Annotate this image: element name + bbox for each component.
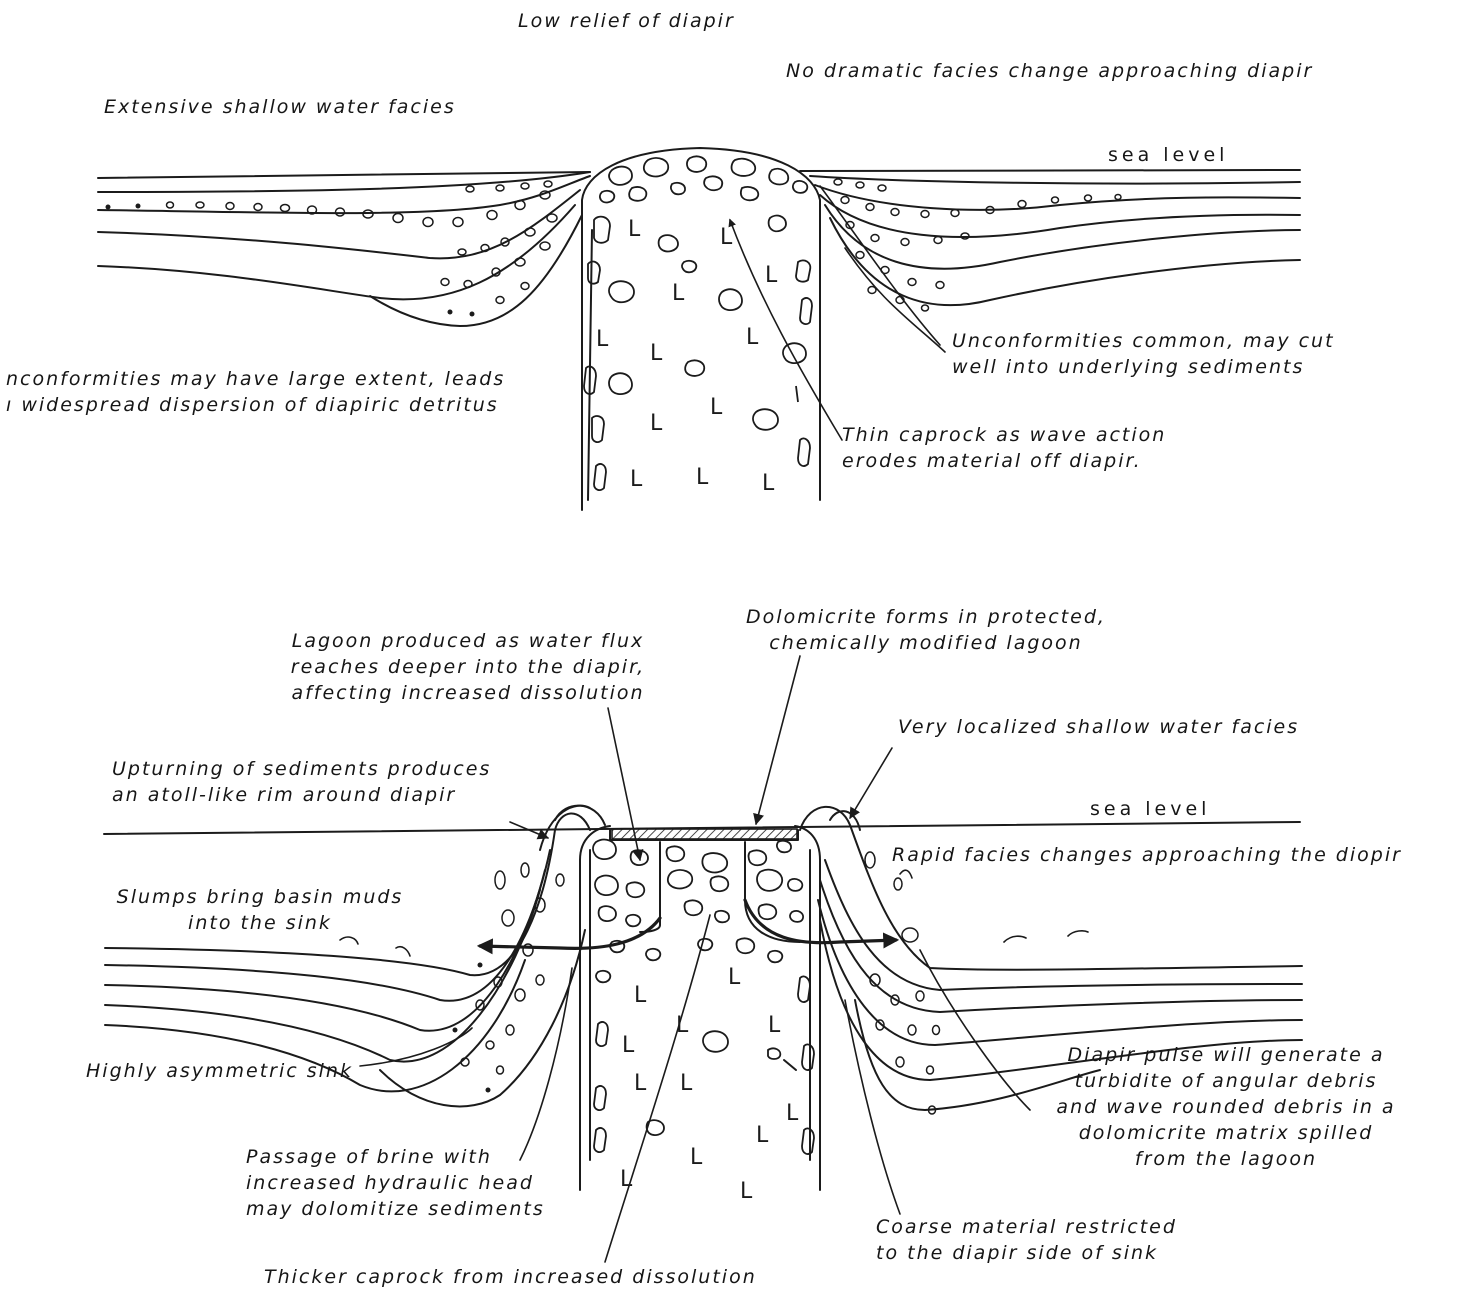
label-line: erodes material off diapir.	[842, 448, 1166, 474]
label-line: may dolomitize sediments	[246, 1196, 545, 1222]
label-upturning: Upturning of sediments produces an atoll…	[112, 756, 491, 808]
halite-l: L	[746, 325, 759, 350]
label-line: ı widespread dispersion of diapiric detr…	[6, 392, 505, 418]
halite-l: L	[650, 411, 663, 436]
bottom-halite-symbols: L L L L L L L L L L L L	[620, 965, 799, 1204]
halite-l: L	[630, 467, 643, 492]
label-rapid-facies: Rapid facies changes approaching the dio…	[892, 842, 1402, 868]
halite-l: L	[650, 341, 663, 366]
halite-l: L	[690, 1145, 703, 1170]
label-line: into the sink	[90, 910, 430, 936]
halite-l: L	[710, 395, 723, 420]
label-line: well into underlying sediments	[952, 354, 1335, 380]
halite-l: L	[672, 281, 685, 306]
label-extensive-shallow: Extensive shallow water facies	[104, 94, 456, 120]
label-line: Thin caprock as wave action	[842, 422, 1166, 448]
label-line: Dolomicrite forms in protected,	[716, 604, 1136, 630]
label-thin-caprock: Thin caprock as wave action erodes mater…	[842, 422, 1166, 474]
top-left-strata	[98, 172, 590, 326]
label-lagoon: Lagoon produced as water flux reaches de…	[258, 628, 678, 706]
label-low-relief: Low relief of diapir	[518, 8, 735, 34]
halite-l: L	[762, 471, 775, 496]
halite-l: L	[765, 263, 778, 288]
top-right-strata	[810, 176, 1300, 305]
top-left-pebbles	[106, 181, 558, 317]
halite-l: L	[596, 327, 609, 352]
label-sea-level-bottom: sea level	[1090, 796, 1210, 822]
label-sea-level-top: sea level	[1108, 142, 1228, 168]
label-line: affecting increased dissolution	[258, 680, 678, 706]
halite-l: L	[720, 225, 733, 250]
halite-l: L	[768, 1013, 781, 1038]
label-line: dolomicrite matrix spilled	[1016, 1120, 1436, 1146]
label-unconformities-large: nconformities may have large extent, lea…	[6, 366, 505, 418]
halite-l: L	[680, 1071, 693, 1096]
label-line: from the lagoon	[1016, 1146, 1436, 1172]
brine-flow-arrows	[480, 900, 896, 948]
halite-l: L	[740, 1179, 753, 1204]
label-line: Passage of brine with	[246, 1144, 545, 1170]
label-line: Lagoon produced as water flux	[258, 628, 678, 654]
label-thicker-caprock: Thicker caprock from increased dissoluti…	[264, 1264, 757, 1290]
halite-l: L	[696, 465, 709, 490]
label-line: Diapir pulse will generate a	[1016, 1042, 1436, 1068]
label-line: nconformities may have large extent, lea…	[6, 366, 505, 392]
label-line: reaches deeper into the diapir,	[258, 654, 678, 680]
halite-l: L	[728, 965, 741, 990]
label-line: Slumps bring basin muds	[90, 884, 430, 910]
halite-l: L	[622, 1033, 635, 1058]
label-line: chemically modified lagoon	[716, 630, 1136, 656]
label-line: and wave rounded debris in a	[1016, 1094, 1436, 1120]
halite-l: L	[786, 1101, 799, 1126]
label-asymmetric-sink: Highly asymmetric sink	[86, 1058, 353, 1084]
label-line: turbidite of angular debris	[1016, 1068, 1436, 1094]
halite-l: L	[628, 217, 641, 242]
halite-l: L	[634, 1071, 647, 1096]
label-dolomicrite: Dolomicrite forms in protected, chemical…	[716, 604, 1136, 656]
top-leader-lines	[730, 186, 945, 440]
bottom-diapir-clasts	[593, 840, 814, 1154]
label-passage-brine: Passage of brine with increased hydrauli…	[246, 1144, 545, 1222]
top-halite-symbols: L L L L L L L L L L L L	[596, 217, 778, 496]
label-very-localized: Very localized shallow water facies	[898, 714, 1299, 740]
dolomicrite-layer	[612, 829, 797, 839]
label-line: increased hydraulic head	[246, 1170, 545, 1196]
top-diapir-clasts	[584, 156, 812, 490]
label-line: Unconformities common, may cut	[952, 328, 1335, 354]
label-line: an atoll-like rim around diapir	[112, 782, 491, 808]
label-line: to the diapir side of sink	[876, 1240, 1177, 1266]
label-unconformities-common: Unconformities common, may cut well into…	[952, 328, 1335, 380]
halite-l: L	[676, 1013, 689, 1038]
label-coarse-material: Coarse material restricted to the diapir…	[876, 1214, 1177, 1266]
label-diapir-pulse: Diapir pulse will generate a turbidite o…	[1016, 1042, 1436, 1172]
label-slumps: Slumps bring basin muds into the sink	[90, 884, 430, 936]
halite-l: L	[634, 983, 647, 1008]
top-diapir	[582, 148, 820, 510]
label-no-dramatic-facies: No dramatic facies change approaching di…	[786, 58, 1313, 84]
label-line: Coarse material restricted	[876, 1214, 1177, 1240]
halite-l: L	[756, 1123, 769, 1148]
top-right-pebbles	[834, 179, 1121, 311]
label-line: Upturning of sediments produces	[112, 756, 491, 782]
